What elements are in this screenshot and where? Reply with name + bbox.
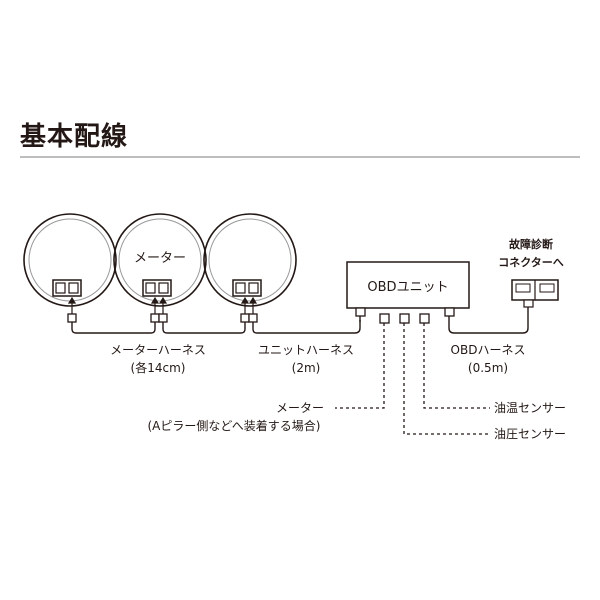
- obd-harness-length: (0.5m): [468, 361, 508, 375]
- meter-2: [113, 213, 207, 307]
- oil-temp-sensor-label: 油温センサー: [494, 401, 566, 415]
- diagnostic-connector: [511, 279, 559, 308]
- meter-harness-cables: [71, 320, 361, 334]
- meter-label: メーター: [134, 251, 186, 266]
- diag-connector-label-2: コネクターへ: [498, 256, 564, 269]
- meter-3: [203, 213, 297, 307]
- port-arrows: [67, 296, 258, 314]
- pillar-meter-label: メーター: [276, 401, 324, 415]
- unit-harness-length: (2m): [292, 361, 321, 375]
- harness-plugs: [67, 313, 258, 323]
- unit-harness-label: ユニットハーネス: [258, 343, 354, 357]
- obd-unit-ports: [355, 307, 455, 324]
- optional-leads: [335, 323, 490, 435]
- pillar-meter-note: (Aピラー側などへ装着する場合): [148, 418, 321, 433]
- obd-unit: [346, 261, 470, 309]
- oil-press-sensor-label: 油圧センサー: [494, 427, 566, 441]
- meter-harness-label: メーターハーネス: [110, 343, 206, 357]
- page-title: 基本配線: [20, 122, 129, 152]
- obd-unit-label: OBDユニット: [367, 280, 448, 295]
- meter-1: [23, 213, 117, 307]
- obd-harness-label: OBDハーネス: [451, 343, 526, 357]
- meter-harness-length: (各14cm): [131, 360, 186, 375]
- diag-connector-label-1: 故障診断: [509, 237, 553, 251]
- obd-harness-cable: [448, 307, 529, 334]
